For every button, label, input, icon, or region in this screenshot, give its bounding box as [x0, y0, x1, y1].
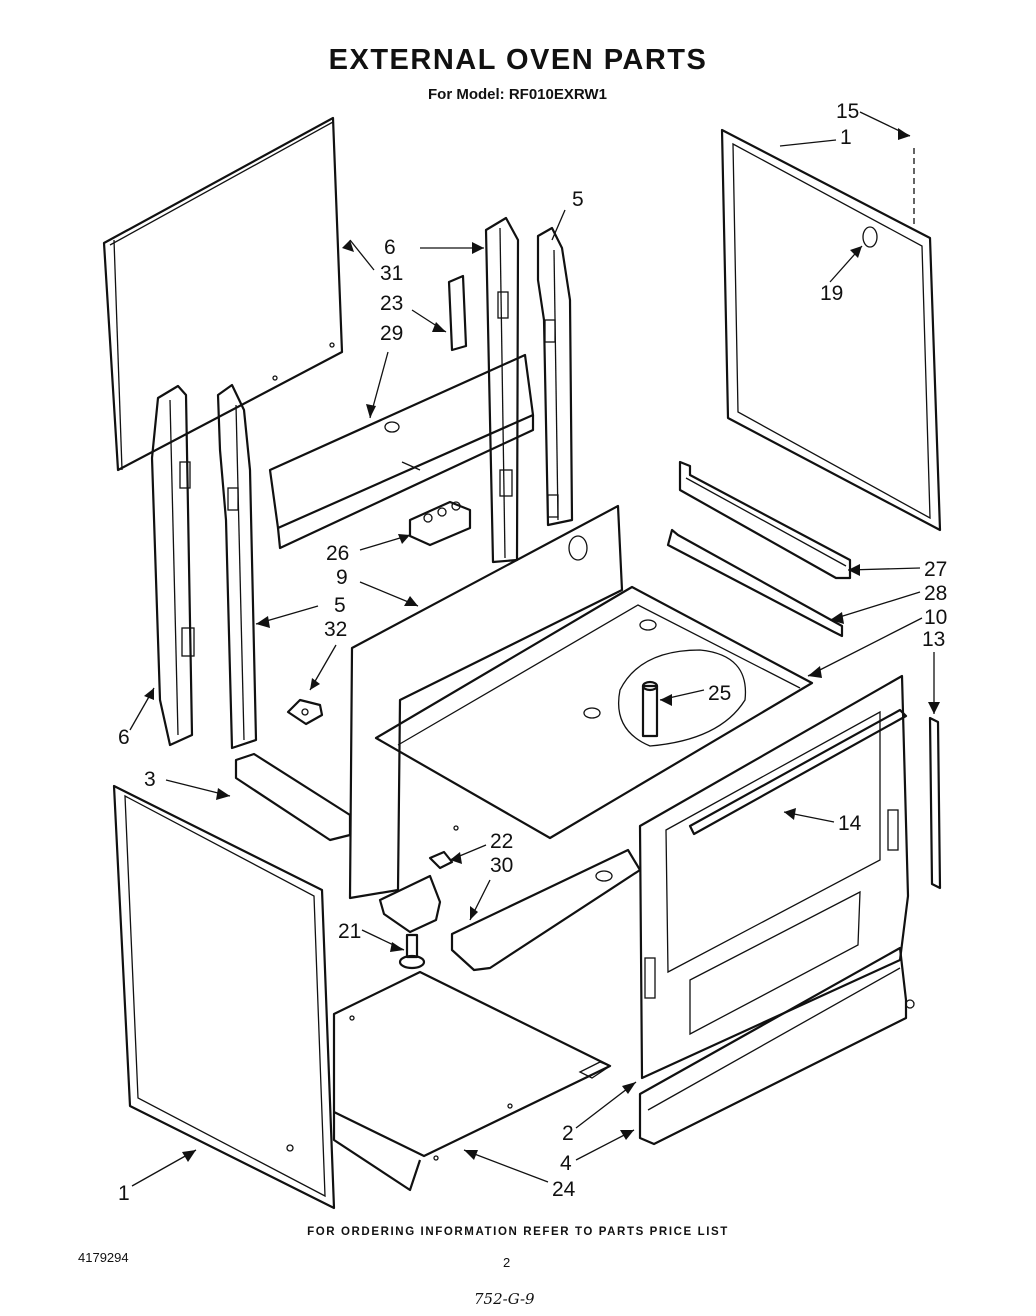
callout-2: 2 — [562, 1122, 574, 1145]
part-26-terminal-block — [408, 500, 472, 547]
callout-22: 22 — [490, 830, 513, 853]
leader-lines — [129, 111, 940, 1187]
part-31-rear-panel — [102, 116, 344, 472]
callout-5-top: 5 — [572, 188, 584, 211]
callout-5-mid: 5 — [334, 594, 346, 617]
part-23-clip — [447, 274, 468, 352]
callout-13: 13 — [922, 628, 945, 651]
callout-labels: 15 1 5 6 31 23 29 19 26 27 9 28 5 10 32 … — [118, 100, 947, 1205]
callout-27: 27 — [924, 558, 947, 581]
part-13-strip — [928, 716, 942, 890]
callout-29: 29 — [380, 322, 403, 345]
part-27-rail — [678, 460, 852, 580]
callout-21: 21 — [338, 920, 361, 943]
part-30-channel — [450, 848, 642, 972]
part-1-side-panel-right — [720, 128, 942, 532]
callout-1-top: 1 — [840, 126, 852, 149]
callout-1-bottom: 1 — [118, 1182, 130, 1205]
ordering-note: FOR ORDERING INFORMATION REFER TO PARTS … — [307, 1226, 729, 1238]
part-9-oven-cavity — [348, 504, 624, 900]
callout-10: 10 — [924, 606, 947, 629]
part-14-strip — [688, 708, 908, 836]
page-title: EXTERNAL OVEN PARTS — [328, 44, 708, 76]
part-1-side-panel-left — [112, 784, 336, 1210]
callout-23: 23 — [380, 292, 403, 315]
part-5-rear-channel — [536, 226, 574, 527]
part-21-leveler — [378, 874, 442, 970]
callout-4: 4 — [560, 1152, 572, 1175]
handwritten-note: 752-G-9 — [474, 1290, 535, 1308]
model-subtitle: For Model: RF010EXRW1 — [428, 86, 607, 103]
callout-6-top: 6 — [384, 236, 396, 259]
callout-26: 26 — [326, 542, 349, 565]
part-24-bottom-pan — [332, 970, 612, 1192]
part-32-sensor — [286, 698, 324, 726]
callout-15: 15 — [836, 100, 859, 123]
document-number: 4179294 — [78, 1250, 129, 1265]
part-2-front-frame — [638, 674, 910, 1080]
callout-31: 31 — [380, 262, 403, 285]
callout-30: 30 — [490, 854, 513, 877]
part-6-rear-post — [484, 216, 520, 564]
part-22-bracket — [428, 850, 454, 870]
callout-9: 9 — [336, 566, 348, 589]
part-28-rail — [666, 528, 844, 638]
callout-25: 25 — [708, 682, 731, 705]
part-3-bracket — [234, 752, 352, 842]
page-number: 2 — [503, 1255, 511, 1270]
part-4-lower-rail — [638, 946, 915, 1146]
callout-14: 14 — [838, 812, 862, 835]
part-10-oven-bottom — [374, 585, 814, 840]
callout-32: 32 — [324, 618, 347, 641]
callout-3: 3 — [144, 768, 156, 791]
part-25-burner-tube — [618, 649, 747, 747]
callout-6-left: 6 — [118, 726, 130, 749]
callout-19: 19 — [820, 282, 843, 305]
part-29-bracket — [268, 353, 535, 550]
callout-28: 28 — [924, 582, 947, 605]
part-5-front-channel — [216, 383, 258, 750]
part-6-front-post — [150, 384, 195, 747]
callout-24: 24 — [552, 1178, 576, 1201]
